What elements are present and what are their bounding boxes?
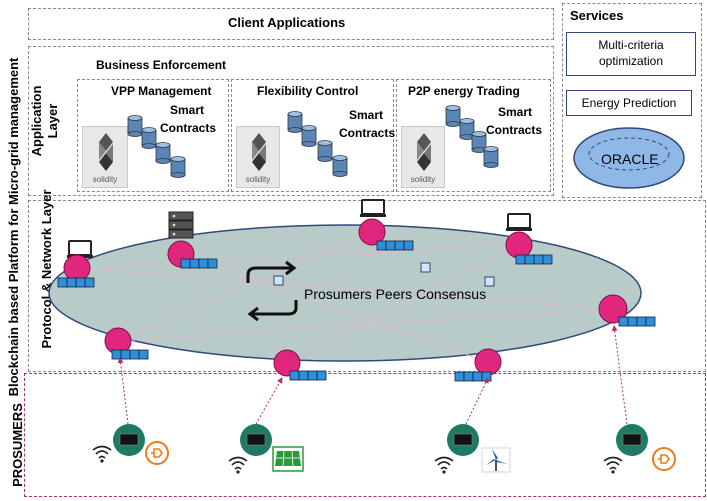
smart-contracts-stack-flexibility xyxy=(287,111,348,177)
transaction-block xyxy=(420,262,431,273)
solidity-label: solidity xyxy=(410,175,436,184)
oracle-label: ORACLE xyxy=(601,151,659,167)
peer-node xyxy=(273,349,327,381)
prosumer-device xyxy=(434,423,511,475)
peer-node xyxy=(167,240,218,269)
module-sc1-flexibility: Smart xyxy=(349,108,384,122)
module-title-vpp: VPP Management xyxy=(111,84,212,98)
transaction-block xyxy=(484,276,495,287)
energy-prediction-box: Energy Prediction xyxy=(566,90,692,116)
sync-icon xyxy=(246,260,298,322)
laptop-icon xyxy=(505,213,533,232)
transaction-block xyxy=(273,275,284,286)
services-title: Services xyxy=(570,8,624,23)
peer-mesh-lines xyxy=(76,231,614,364)
prosumer-links xyxy=(117,325,628,425)
solidity-label: solidity xyxy=(92,175,118,184)
energy-prediction-label: Energy Prediction xyxy=(581,96,677,110)
peer-node xyxy=(57,254,95,288)
module-frame-flexibility xyxy=(231,79,394,192)
server-icon xyxy=(168,211,194,239)
solidity-label: solidity xyxy=(245,175,271,184)
peer-node xyxy=(505,231,553,265)
smart-contracts-stack-vpp xyxy=(127,115,186,178)
peer-node xyxy=(454,348,502,382)
solidity-logo: solidity xyxy=(401,126,445,188)
module-title-flexibility: Flexibility Control xyxy=(257,84,359,98)
module-title-p2p: P2P energy Trading xyxy=(408,84,520,98)
oracle-inner-ring xyxy=(588,137,670,171)
peer-node xyxy=(598,294,656,327)
laptop-icon xyxy=(359,199,387,218)
peer-node xyxy=(104,327,149,360)
consensus-label: Prosumers Peers Consensus xyxy=(304,286,487,302)
solidity-logo: solidity xyxy=(82,126,128,188)
peer-node xyxy=(358,218,414,251)
module-sc1-vpp: Smart xyxy=(170,103,205,117)
prosumers-frame xyxy=(24,373,706,497)
module-sc2-p2p: Contracts xyxy=(486,123,543,137)
module-frame-p2p xyxy=(396,79,551,192)
multi-criteria-optimization-box: Multi-criteria optimization xyxy=(566,32,696,76)
multi-criteria-line1: Multi-criteria xyxy=(598,38,664,52)
services-frame xyxy=(562,3,702,198)
solidity-logo: solidity xyxy=(236,126,280,188)
module-sc2-vpp: Contracts xyxy=(160,121,217,135)
client-applications-title: Client Applications xyxy=(228,15,346,30)
wind-turbine-icon xyxy=(481,447,511,473)
prosumer-device xyxy=(228,423,304,475)
business-enforcement-title: Business Enforcement xyxy=(96,58,227,72)
multi-criteria-line2: optimization xyxy=(598,54,664,68)
smart-contracts-stack-p2p xyxy=(445,105,499,168)
prosumer-device xyxy=(92,423,169,465)
module-sc1-p2p: Smart xyxy=(498,105,533,119)
solar-panel-icon xyxy=(272,446,304,472)
module-sc2-flexibility: Contracts xyxy=(339,126,396,140)
module-frame-vpp xyxy=(77,79,229,192)
prosumer-device xyxy=(603,423,676,475)
oracle-node xyxy=(573,127,685,189)
application-layer-frame xyxy=(28,46,554,196)
client-applications-frame xyxy=(28,8,554,40)
